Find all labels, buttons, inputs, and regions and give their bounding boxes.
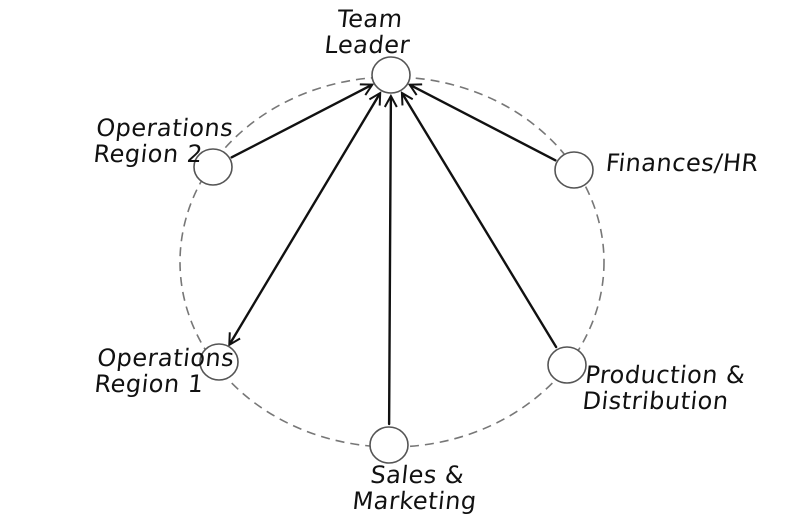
node-label-sales-marketing: Sales & Marketing — [351, 461, 481, 515]
label-line: Leader — [323, 31, 412, 59]
label-line: Operations — [94, 114, 235, 142]
node-circle-fin — [554, 151, 594, 189]
dashed-ring — [179, 76, 605, 448]
node-label-finances-hr: Finances/HR — [604, 149, 761, 177]
label-line: Finances/HR — [604, 149, 761, 177]
node-circle-prod — [547, 346, 587, 384]
label-line: Sales & — [369, 461, 466, 489]
node-circle-sales — [369, 426, 409, 464]
node-circle-ops1 — [199, 343, 239, 381]
label-line: Region 1 — [93, 370, 206, 398]
node-label-team-leader: Team Leader — [323, 5, 414, 59]
label-line: Distribution — [581, 387, 731, 415]
node-circle-ops2 — [193, 148, 233, 186]
edge-ops1-to-leader — [230, 94, 380, 344]
node-label-production-distribution: Production & Distribution — [581, 361, 747, 415]
node-label-operations-region-1: Operations Region 1 — [93, 344, 236, 398]
label-line: Operations — [95, 344, 236, 372]
node-circle-leader — [371, 56, 411, 94]
edge-fin-to-leader — [411, 85, 557, 162]
label-line: Marketing — [351, 487, 479, 515]
node-label-operations-region-2: Operations Region 2 — [92, 114, 235, 168]
label-line: Team — [335, 5, 405, 33]
label-line: Region 2 — [92, 140, 205, 168]
edge-ops2-to-leader — [230, 85, 372, 159]
edge-prod-to-leader — [402, 94, 558, 349]
label-line: Production & — [583, 361, 747, 389]
edge-sales-to-leader — [389, 97, 391, 426]
